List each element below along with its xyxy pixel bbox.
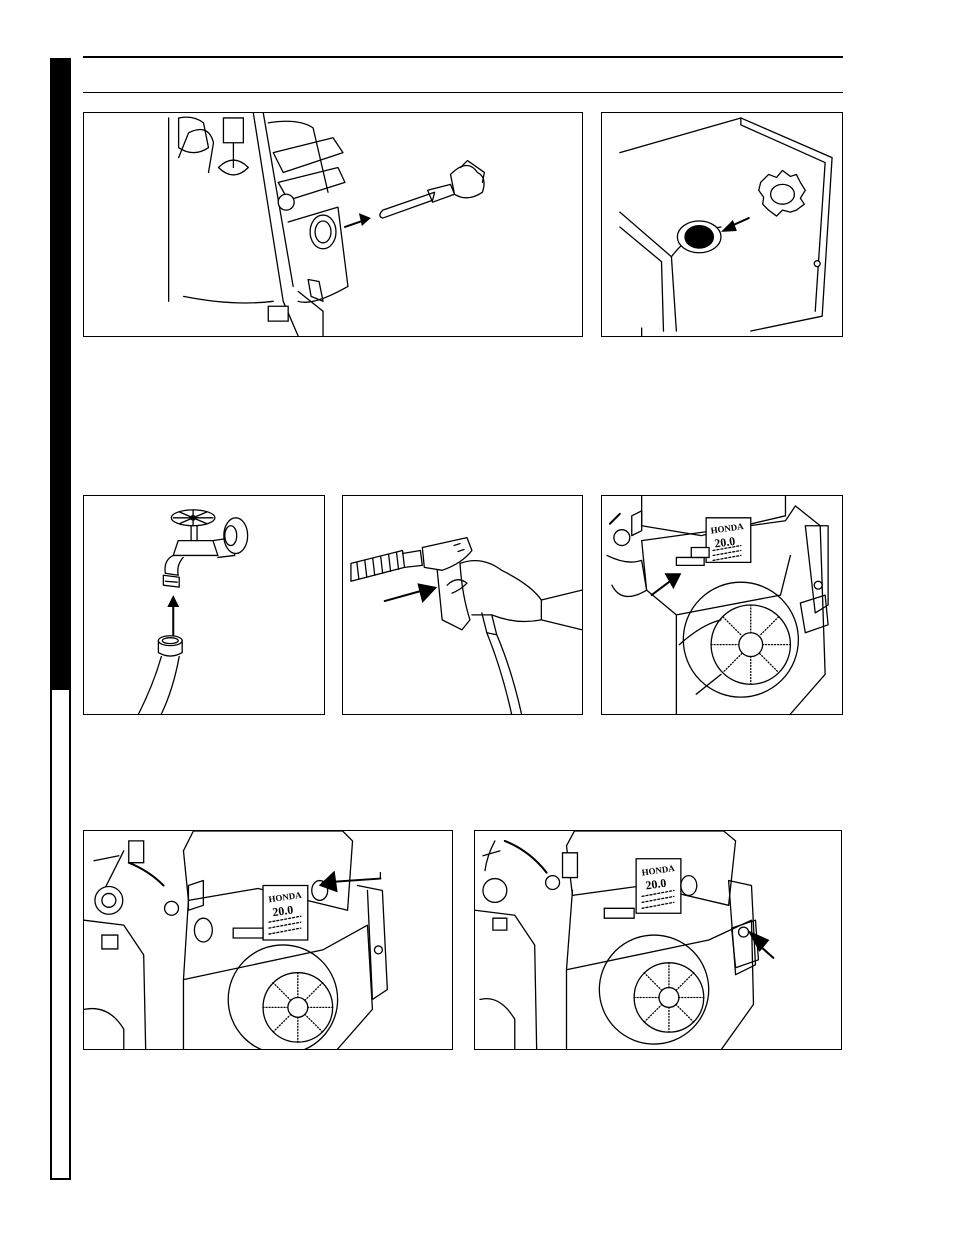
engine-illustration-2: HONDA 20.0 bbox=[84, 831, 452, 1049]
fuel-tank-illustration bbox=[602, 113, 842, 336]
faucet-illustration bbox=[84, 496, 324, 714]
engine-illustration-1: HONDA 20.0 bbox=[602, 496, 842, 714]
figure-faucet-hose bbox=[83, 495, 325, 715]
section-tab-bar bbox=[50, 58, 71, 690]
figure-engine-choke: HONDA 20.0 bbox=[83, 830, 453, 1050]
engine-illustration-3: HONDA 20.0 bbox=[475, 831, 841, 1049]
engine-model-label: 20.0 bbox=[271, 902, 294, 919]
figure-spray-gun bbox=[342, 495, 583, 715]
page-margin-frame bbox=[50, 690, 71, 1180]
figure-engine-fuel-valve: HONDA 20.0 bbox=[474, 830, 842, 1050]
dipstick-illustration bbox=[84, 113, 582, 336]
spray-gun-illustration bbox=[343, 496, 582, 714]
figure-engine-switch: HONDA 20.0 bbox=[601, 495, 843, 715]
header-subrule bbox=[83, 92, 843, 93]
figure-dipstick bbox=[83, 112, 583, 337]
engine-model-label: 20.0 bbox=[645, 876, 668, 893]
header-rule bbox=[83, 56, 843, 58]
figure-fuel-cap bbox=[601, 112, 843, 337]
